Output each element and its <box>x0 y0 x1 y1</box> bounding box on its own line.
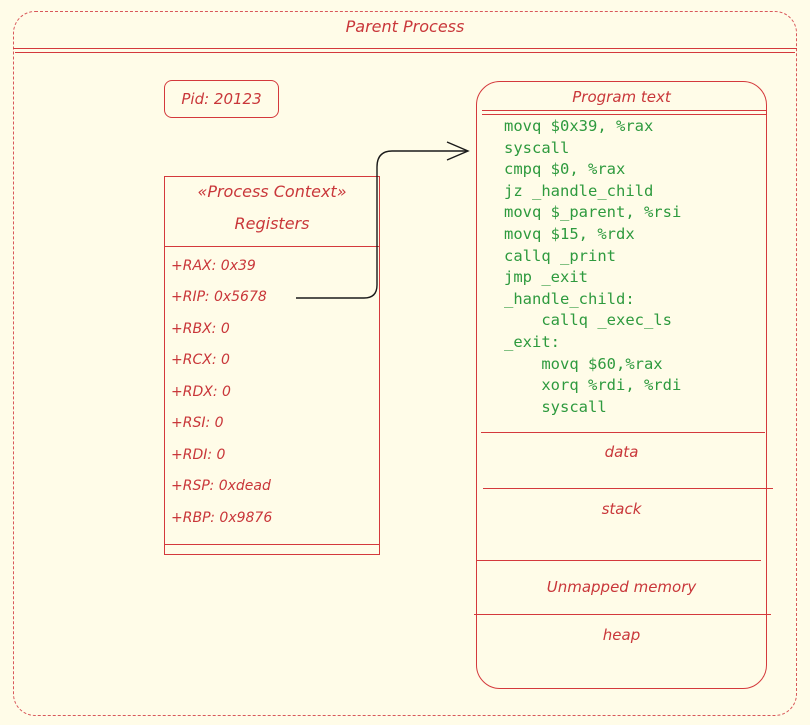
heap-segment-label: heap <box>602 626 641 644</box>
code-line: _exit: <box>504 333 560 351</box>
code-line: movq $15, %rdx <box>504 225 635 243</box>
register-rip: +RIP: 0x5678 <box>171 289 267 305</box>
code-line: cmpq $0, %rax <box>504 160 626 179</box>
code-line: movq $_parent, %rsi <box>504 203 682 222</box>
parent-process-title: Parent Process <box>345 17 465 36</box>
process-context-stereotype: «Process Context» <box>197 182 347 201</box>
program-text-divider <box>482 110 766 111</box>
code-line: syscall <box>504 397 607 416</box>
memory-layout-box <box>476 81 767 689</box>
register-rax: +RAX: 0x39 <box>171 258 256 274</box>
heap-segment-divider <box>474 614 771 615</box>
stack-segment-label: stack <box>601 500 642 518</box>
pid-label: Pid: 20123 <box>164 80 279 118</box>
register-rdx: +RDX: 0 <box>171 384 231 400</box>
process-context-bottom-separator <box>165 544 379 545</box>
unmapped-memory-label: Unmapped memory <box>546 578 697 596</box>
register-rbp: +RBP: 0x9876 <box>171 510 273 526</box>
register-rsp: +RSP: 0xdead <box>171 478 271 494</box>
code-line: movq $0x39, %rax <box>504 117 654 135</box>
code-line: movq $60,%rax <box>504 354 663 373</box>
unmapped-segment-divider <box>477 560 761 561</box>
parent-process-frame <box>13 11 797 716</box>
code-line: callq _exec_ls <box>504 311 672 330</box>
register-rdi: +RDI: 0 <box>171 447 226 463</box>
data-segment-label: data <box>604 443 639 461</box>
register-rcx: +RCX: 0 <box>171 352 230 368</box>
process-context-name: Registers <box>234 214 310 233</box>
program-text-title: Program text <box>572 88 671 106</box>
data-segment-divider <box>481 432 765 433</box>
parent-process-divider-2 <box>15 52 795 53</box>
parent-process-divider <box>13 48 797 49</box>
process-context-separator <box>165 246 379 247</box>
code-line: callq _print <box>504 246 616 265</box>
code-line: _handle_child: <box>504 289 635 308</box>
code-line: syscall <box>504 138 570 157</box>
program-text-divider-2 <box>482 114 766 115</box>
code-line: xorq %rdi, %rdi <box>504 376 682 395</box>
register-rsi: +RSI: 0 <box>171 415 224 431</box>
code-line: jz _handle_child <box>504 181 654 200</box>
register-rbx: +RBX: 0 <box>171 321 230 337</box>
code-line: jmp _exit <box>504 268 588 287</box>
process-context-box: «Process Context» Registers +RAX: 0x39 +… <box>164 176 380 555</box>
stack-segment-divider <box>483 488 773 489</box>
